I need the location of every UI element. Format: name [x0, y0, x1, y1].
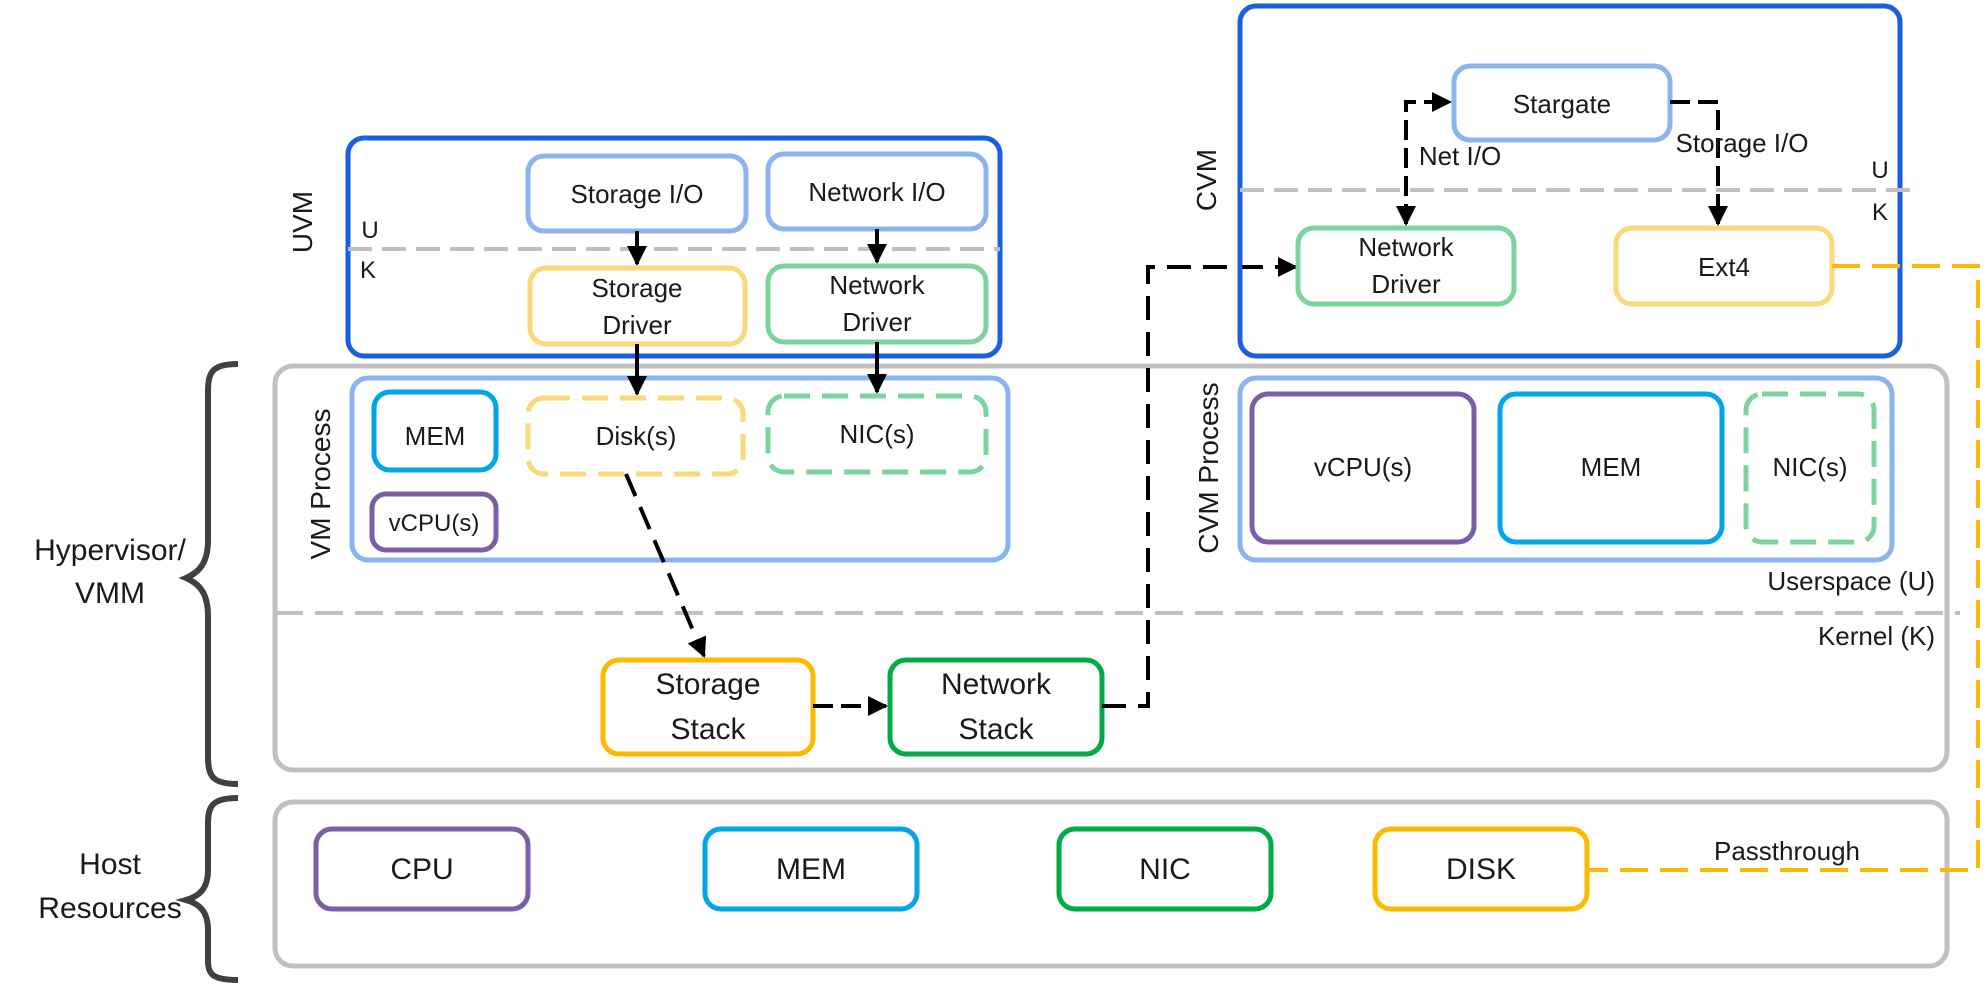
- storage-stack-label-1: Storage: [655, 668, 760, 701]
- vm-vcpu-label: vCPU(s): [389, 510, 480, 537]
- vm-process-box: [349, 375, 1011, 563]
- storage-driver-label-1: Storage: [591, 273, 682, 303]
- vm-mem-label: MEM: [405, 421, 466, 451]
- cvm-mem-box: [1497, 391, 1725, 545]
- vm-nics-label: NIC(s): [839, 419, 914, 449]
- uvm-k-mark: K: [360, 257, 376, 284]
- network-io-label: Network I/O: [808, 177, 945, 207]
- uvm-network-driver-label-2: Driver: [842, 307, 912, 337]
- network-stack-label-1: Network: [941, 668, 1052, 701]
- storage-io-arrow: [1670, 100, 1728, 226]
- host-nic-box: [1056, 826, 1274, 912]
- cvm-label: CVM: [1191, 149, 1222, 211]
- host-disk-label: DISK: [1446, 853, 1516, 886]
- network-stack-label-2: Stack: [958, 713, 1034, 746]
- host-label-1: Host: [79, 848, 141, 881]
- host-label-2: Resources: [38, 892, 181, 925]
- cvm-nics-box: [1743, 391, 1877, 545]
- userspace-label: Userspace (U): [1767, 566, 1935, 596]
- kernel-label: Kernel (K): [1818, 621, 1935, 651]
- host-resources-brace: [175, 795, 239, 983]
- host-cpu-box: [313, 826, 531, 912]
- storage-io-label: Storage I/O: [571, 179, 704, 209]
- vm-disks-label: Disk(s): [596, 421, 677, 451]
- passthrough-line: [1587, 264, 1980, 872]
- net-io-edge-label: Net I/O: [1419, 141, 1501, 171]
- vm-mem-box: [371, 389, 499, 473]
- host-resources-region: [272, 799, 1950, 969]
- cvm-vcpu-box: [1249, 391, 1477, 545]
- cvm-k-mark: K: [1872, 199, 1888, 226]
- ext4-label: Ext4: [1698, 252, 1750, 282]
- network-stack-to-cvm-driver-arrow: [1102, 257, 1298, 708]
- storage-io-edge-label: Storage I/O: [1676, 128, 1809, 158]
- hypervisor-label-1: Hypervisor/: [34, 534, 186, 567]
- hypervisor-region: [272, 363, 1950, 773]
- storage-stack-label-2: Stack: [670, 713, 746, 746]
- vm-process-label: VM Process: [305, 409, 336, 560]
- host-mem-label: MEM: [776, 853, 846, 886]
- cvm-network-driver-label-2: Driver: [1371, 269, 1441, 299]
- passthrough-label: Passthrough: [1714, 836, 1860, 866]
- disks-to-storage-stack-arrow: [624, 473, 707, 658]
- uvm-label: UVM: [287, 191, 318, 253]
- host-cpu-label: CPU: [390, 853, 453, 886]
- host-nic-label: NIC: [1139, 853, 1191, 886]
- cvm-u-mark: U: [1871, 157, 1888, 184]
- stargate-label: Stargate: [1513, 89, 1611, 119]
- cvm-network-driver-label-1: Network: [1358, 232, 1454, 262]
- hypervisor-brace: [178, 361, 239, 787]
- uvm-network-driver-label-1: Network: [829, 270, 925, 300]
- cvm-process-label: CVM Process: [1193, 382, 1224, 553]
- cvm-mem-label: MEM: [1581, 452, 1642, 482]
- hypervisor-label-2: VMM: [75, 577, 145, 610]
- vm-nics-box: [765, 393, 989, 475]
- net-io-bidirectional-arrow: [1396, 92, 1452, 226]
- vm-vcpu-box: [369, 491, 499, 553]
- cvm-vcpu-label: vCPU(s): [1314, 452, 1412, 482]
- cvm-process-box: [1237, 375, 1895, 563]
- cvm-network-driver-box: [1295, 225, 1517, 307]
- storage-driver-label-2: Driver: [602, 310, 672, 340]
- cvm-nics-label: NIC(s): [1772, 452, 1847, 482]
- host-mem-box: [702, 826, 920, 912]
- vm-disks-box: [525, 395, 746, 477]
- uvm-u-mark: U: [361, 217, 378, 244]
- cvm-box: [1237, 3, 1903, 359]
